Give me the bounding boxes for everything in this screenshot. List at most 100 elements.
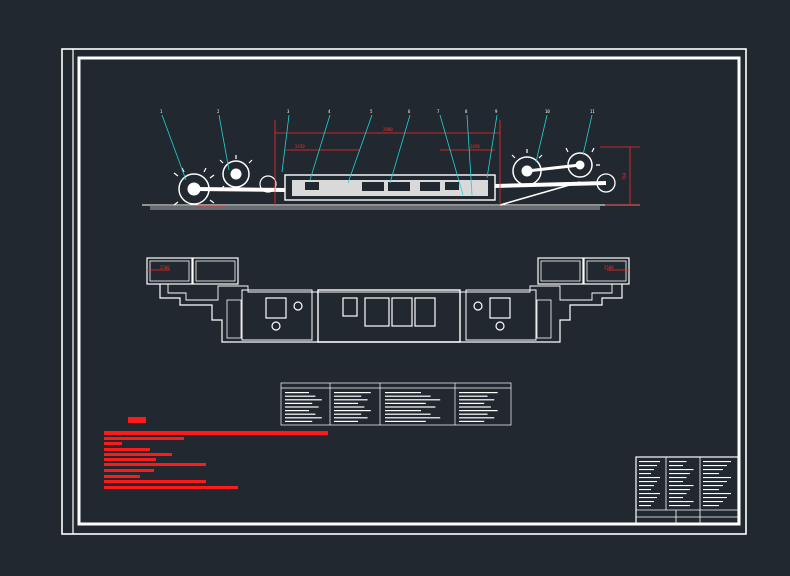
title-block-cell xyxy=(703,493,731,495)
parts-table-cell xyxy=(385,406,436,408)
parts-table-cell xyxy=(285,392,309,394)
ground-hatch xyxy=(150,205,600,210)
plan-central-frame xyxy=(317,289,461,343)
support-ramp xyxy=(499,181,581,206)
title-block-cell xyxy=(669,505,690,507)
plan-body-outline xyxy=(159,284,623,343)
callout-10: 10 xyxy=(545,109,550,114)
right-cutting-drum xyxy=(494,147,616,193)
title-block-cell xyxy=(669,501,694,503)
parts-table-cell xyxy=(334,410,371,412)
parts-table-cell xyxy=(385,399,441,401)
parts-table-cell xyxy=(385,420,426,422)
outer-border xyxy=(61,48,747,535)
title-block xyxy=(635,456,739,525)
parts-table-cell xyxy=(385,392,421,394)
dim-left-box: 2500 xyxy=(160,265,170,270)
left-box-b xyxy=(192,257,239,285)
technical-notes xyxy=(104,417,328,489)
right-box-b xyxy=(583,257,630,285)
side-elevation-view: 2800 2450 2450 760 1 2 3 4 5 6 7 8 9 xyxy=(142,109,640,210)
title-block-cell xyxy=(703,469,723,471)
dim-overall-length: 2800 xyxy=(383,127,393,132)
parts-table-cell xyxy=(385,417,441,419)
sheet-frame xyxy=(61,48,747,535)
frame-windows xyxy=(305,182,459,191)
part-leaders xyxy=(161,114,593,196)
parts-table-cell xyxy=(285,399,322,401)
callout-7: 7 xyxy=(437,109,440,114)
parts-table-cell xyxy=(385,410,421,412)
parts-table-cell xyxy=(285,402,313,404)
dim-height: 760 xyxy=(622,172,627,180)
callout-11: 11 xyxy=(590,109,595,114)
title-block-cell xyxy=(639,501,654,503)
title-block-cell xyxy=(703,489,719,491)
parts-table-cell xyxy=(459,392,498,394)
callout-2: 2 xyxy=(217,109,220,114)
parts-table-rows xyxy=(285,392,498,422)
parts-table-cell xyxy=(459,413,488,415)
title-block-cell xyxy=(669,493,687,495)
main-frame-body xyxy=(284,174,496,201)
title-block-cell xyxy=(669,469,694,471)
title-block-cell xyxy=(639,497,657,499)
title-block-cell xyxy=(669,481,683,483)
title-block-cell xyxy=(703,473,719,475)
title-block-cell xyxy=(639,473,651,475)
title-block-cell xyxy=(703,497,727,499)
part-callout-labels: 1 2 3 4 5 6 7 8 9 10 11 xyxy=(160,109,595,114)
title-block-cell xyxy=(669,465,683,467)
title-block-cell xyxy=(639,489,651,491)
parts-table-cell xyxy=(459,395,488,397)
title-block-cell xyxy=(639,481,657,483)
parts-table-cell xyxy=(285,406,319,408)
parts-table-cell xyxy=(334,413,362,415)
title-block-cell xyxy=(703,505,719,507)
parts-table xyxy=(280,382,512,426)
inner-border xyxy=(77,56,741,526)
parts-table-cell xyxy=(459,417,495,419)
parts-table-cell xyxy=(334,420,358,422)
title-block-cell xyxy=(703,477,731,479)
parts-table-cell xyxy=(285,413,316,415)
dim-left-offset: 2450 xyxy=(295,144,305,149)
title-block-cell xyxy=(639,485,654,487)
parts-table-cell xyxy=(385,395,431,397)
parts-table-cell xyxy=(459,406,491,408)
dim-right-box: 2500 xyxy=(604,265,614,270)
parts-table-cell xyxy=(334,395,362,397)
parts-table-cell xyxy=(285,417,322,419)
callout-5: 5 xyxy=(370,109,373,114)
parts-table-cell xyxy=(285,395,316,397)
parts-table-cell xyxy=(285,420,313,422)
parts-table-cell xyxy=(334,392,371,394)
title-block-cell xyxy=(669,477,687,479)
title-block-cell xyxy=(639,469,654,471)
parts-table-cell xyxy=(459,399,495,401)
title-block-cell xyxy=(669,461,687,463)
parts-table-cell xyxy=(334,399,368,401)
title-block-cell xyxy=(703,461,731,463)
callout-8: 8 xyxy=(465,109,468,114)
title-block-cell xyxy=(639,505,651,507)
parts-table-cell xyxy=(459,410,498,412)
title-block-cell xyxy=(639,461,660,463)
title-block-cell xyxy=(669,497,683,499)
callout-3: 3 xyxy=(287,109,290,114)
left-cutting-drum xyxy=(173,155,286,206)
parts-table-cell xyxy=(334,402,358,404)
callout-6: 6 xyxy=(408,109,411,114)
title-block-cell xyxy=(639,493,660,495)
parts-table-cell xyxy=(459,402,485,404)
title-block-cell xyxy=(669,489,690,491)
callout-4: 4 xyxy=(328,109,331,114)
parts-table-cell xyxy=(385,402,426,404)
title-block-cell xyxy=(703,465,727,467)
title-block-cell xyxy=(703,485,723,487)
callout-1: 1 xyxy=(160,109,163,114)
title-block-cell xyxy=(703,501,723,503)
plan-view: 2500 2500 xyxy=(146,257,630,343)
elevation-dimensions xyxy=(196,120,640,208)
